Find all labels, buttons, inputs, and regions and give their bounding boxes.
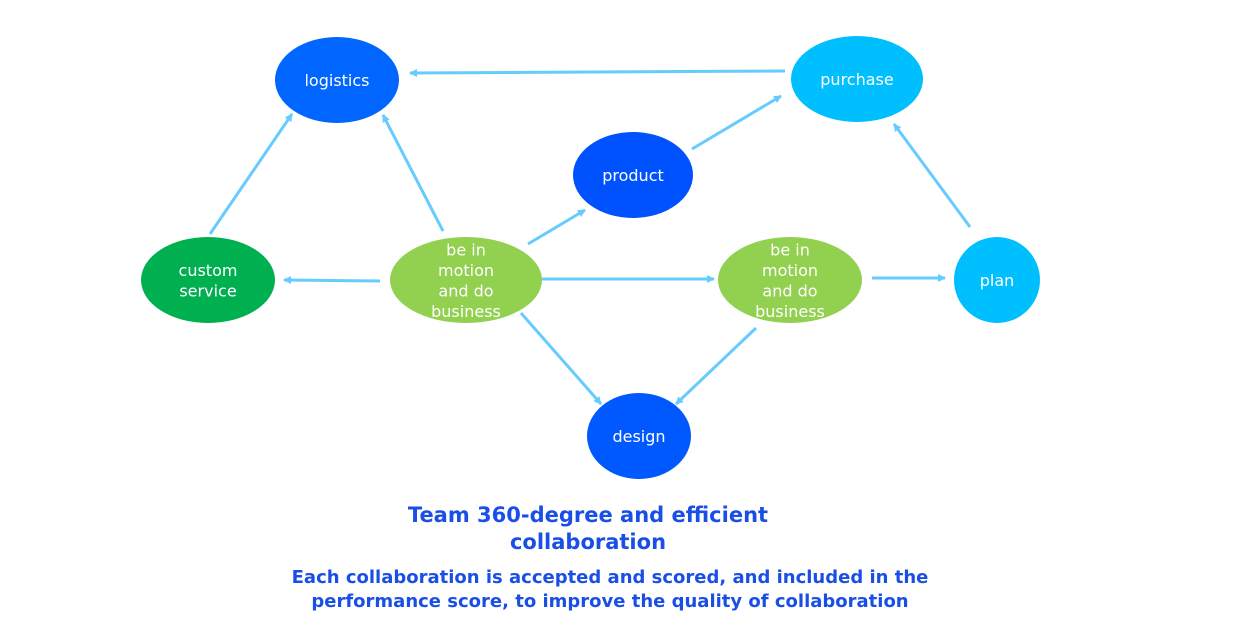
node-label: motion bbox=[438, 261, 494, 280]
node-shape bbox=[573, 132, 693, 218]
node-purchase: purchase bbox=[791, 36, 923, 122]
node-shape bbox=[791, 36, 923, 122]
node-logistics: logistics bbox=[275, 37, 399, 123]
node-label: custom bbox=[179, 261, 238, 280]
arrow-plan-to-purchase bbox=[892, 123, 972, 228]
node-label: be in bbox=[446, 240, 486, 259]
diagram-subtitle: Each collaboration is accepted and score… bbox=[291, 567, 929, 612]
node-plan: plan bbox=[954, 237, 1040, 323]
arrow-business-1-to-design bbox=[519, 312, 603, 405]
node-label: business bbox=[755, 302, 825, 321]
node-label: purchase bbox=[820, 70, 893, 89]
node-shape bbox=[390, 237, 542, 323]
diagram-title: Team 360-degree and efficient collaborat… bbox=[407, 503, 769, 554]
node-shape bbox=[718, 237, 862, 323]
arrow-business-1-to-logistics bbox=[381, 114, 445, 232]
arrow-business-1-to-product bbox=[527, 208, 586, 246]
node-shape bbox=[954, 237, 1040, 323]
node-label: motion bbox=[762, 261, 818, 280]
node-shape bbox=[275, 37, 399, 123]
node-label: plan bbox=[980, 271, 1015, 290]
node-design: design bbox=[587, 393, 691, 479]
node-label: be in bbox=[770, 240, 810, 259]
arrow-purchase-to-logistics bbox=[409, 68, 786, 77]
arrow-product-to-purchase bbox=[691, 94, 782, 151]
node-shape bbox=[587, 393, 691, 479]
node-label: design bbox=[612, 427, 665, 446]
node-product: product bbox=[573, 132, 693, 218]
node-label: and do bbox=[438, 281, 493, 300]
node-label: logistics bbox=[304, 71, 369, 90]
node-label: and do bbox=[762, 281, 817, 300]
node-label: service bbox=[179, 281, 236, 300]
arrow-custom-service-to-logistics bbox=[208, 113, 294, 235]
node-shape bbox=[141, 237, 275, 323]
node-label: business bbox=[431, 302, 501, 321]
node-label: product bbox=[602, 166, 664, 185]
arrow-business-2-to-design bbox=[674, 326, 758, 406]
arrow-business-1-to-custom-service bbox=[283, 276, 381, 285]
